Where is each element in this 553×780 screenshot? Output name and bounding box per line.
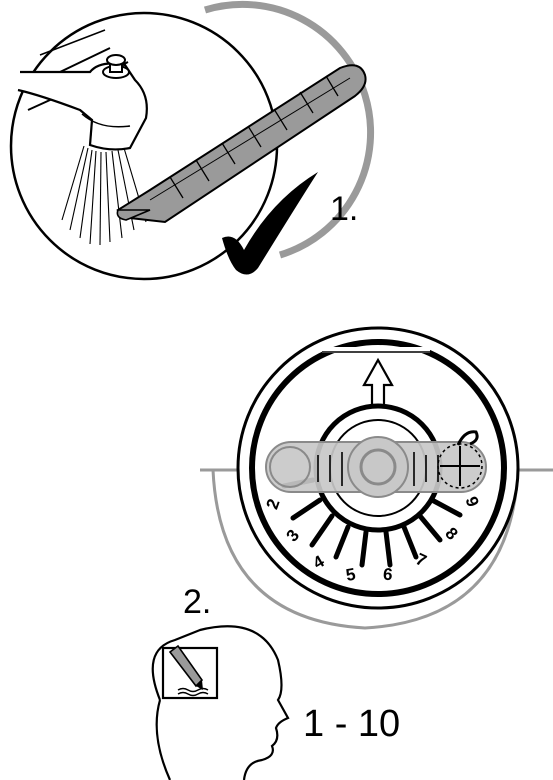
dial-number-6: 6 bbox=[382, 565, 393, 585]
step-1-label: 1. bbox=[330, 190, 359, 228]
faucet-icon bbox=[17, 29, 148, 246]
dial-handle bbox=[265, 430, 487, 498]
faucet-scene bbox=[9, 0, 375, 281]
thermometer-icon bbox=[116, 64, 367, 224]
range-label: 1 - 10 bbox=[303, 703, 401, 745]
dial-shadow bbox=[211, 469, 520, 630]
dial-inner-rim bbox=[249, 339, 507, 597]
circle-shadow bbox=[203, 0, 375, 259]
dial-number-5: 5 bbox=[344, 565, 357, 585]
step-2-label: 2. bbox=[183, 583, 212, 621]
checkmark-icon bbox=[222, 172, 318, 275]
dial-scene: 2 3 4 5 6 7 8 9 bbox=[200, 326, 553, 630]
water-icon bbox=[61, 145, 147, 246]
head-memory-icon bbox=[151, 625, 290, 780]
